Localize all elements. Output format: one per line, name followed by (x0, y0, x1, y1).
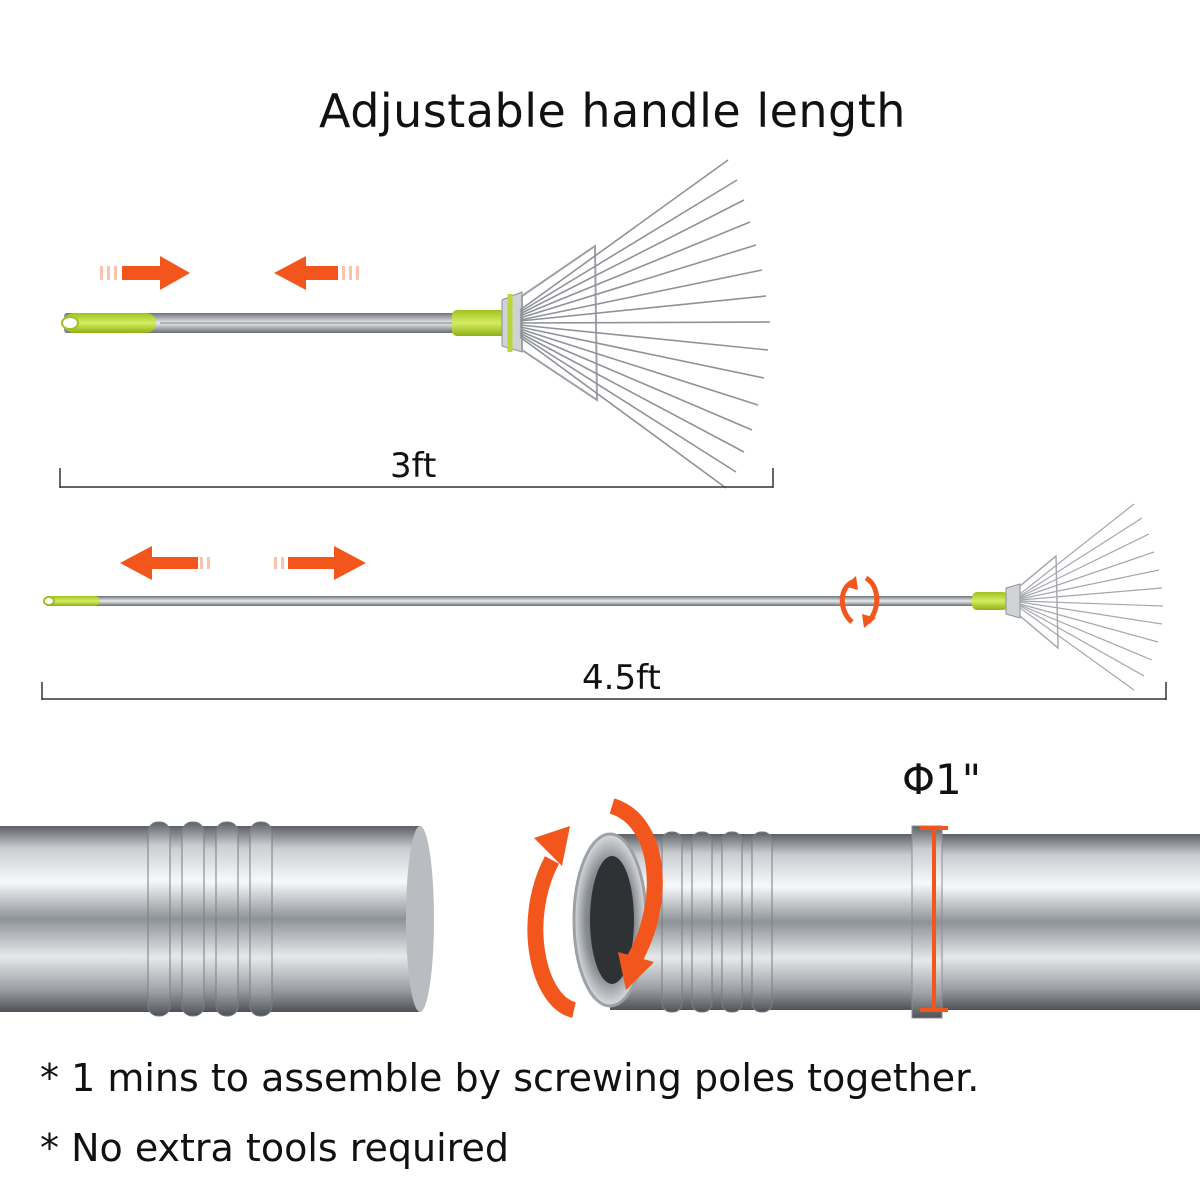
dimension-line-short (59, 468, 774, 488)
short-length-label: 3ft (390, 446, 437, 486)
rotate-arrows-icon (839, 575, 880, 628)
tools-note: * No extra tools required (40, 1126, 509, 1170)
rake-short (59, 159, 774, 489)
compress-arrows-icon (100, 256, 359, 290)
diameter-label: Φ1" (902, 755, 982, 804)
screw-rotation-arrow-icon (527, 798, 663, 1018)
long-length-label: 4.5ft (582, 658, 661, 698)
diameter-marker (920, 826, 948, 1012)
dimension-line-long (41, 682, 1167, 700)
thread-right (661, 831, 773, 1013)
thread-left (147, 821, 273, 1017)
rake-tines-short (519, 159, 771, 489)
page-title: Adjustable handle length (319, 84, 906, 138)
rake-tines-long (1019, 503, 1164, 691)
pole-closeup-right (527, 798, 1200, 1019)
pole-closeup-left (0, 821, 434, 1017)
extend-arrows-icon (120, 546, 366, 580)
assembly-note: * 1 mins to assemble by screwing poles t… (40, 1056, 980, 1100)
rake-long (41, 503, 1167, 700)
